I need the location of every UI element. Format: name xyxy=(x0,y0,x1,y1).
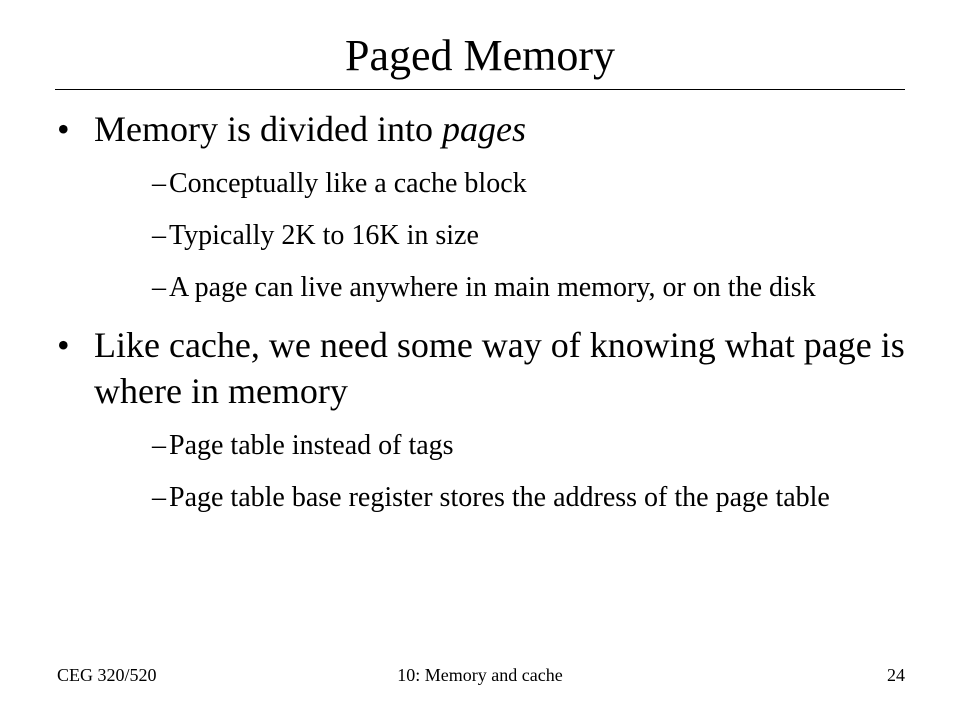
sub-bullet-text: Typically 2K to 16K in size xyxy=(169,220,479,251)
sub-bullet-list: – Conceptually like a cache block – Typi… xyxy=(94,166,917,306)
sub-bullet-item: – Typically 2K to 16K in size xyxy=(94,218,917,254)
sub-bullet-marker: – xyxy=(152,482,166,513)
bullet-marker: • xyxy=(57,325,70,365)
sub-bullet-text: Conceptually like a cache block xyxy=(169,168,527,199)
sub-bullet-marker: – xyxy=(152,220,166,251)
bullet-list: • Memory is divided into pages – Concept… xyxy=(57,106,917,516)
bullet-marker: • xyxy=(57,109,70,149)
sub-bullet-marker: – xyxy=(152,168,166,199)
sub-bullet-text: Page table instead of tags xyxy=(169,430,454,461)
sub-bullet-item: – Page table base register stores the ad… xyxy=(94,480,917,516)
sub-bullet-marker: – xyxy=(152,272,166,303)
bullet-emphasis: pages xyxy=(441,109,526,149)
sub-bullet-text: A page can live anywhere in main memory,… xyxy=(169,272,816,303)
sub-bullet-item: – A page can live anywhere in main memor… xyxy=(94,270,917,306)
sub-bullet-item: – Page table instead of tags xyxy=(94,428,917,464)
footer-lecture-title: 10: Memory and cache xyxy=(397,665,563,685)
title-divider xyxy=(55,89,905,90)
sub-bullet-marker: – xyxy=(152,430,166,461)
sub-bullet-item: – Conceptually like a cache block xyxy=(94,166,917,202)
footer-course: CEG 320/520 xyxy=(57,665,157,685)
bullet-item: • Like cache, we need some way of knowin… xyxy=(57,322,917,516)
footer-page-number: 24 xyxy=(887,665,905,685)
bullet-text: Like cache, we need some way of knowing … xyxy=(94,325,905,411)
bullet-text: Memory is divided into xyxy=(94,109,442,149)
sub-bullet-text: Page table base register stores the addr… xyxy=(169,482,830,513)
slide-title: Paged Memory xyxy=(344,31,616,80)
bullet-item: • Memory is divided into pages – Concept… xyxy=(57,106,917,306)
sub-bullet-list: – Page table instead of tags – Page tabl… xyxy=(94,428,917,516)
